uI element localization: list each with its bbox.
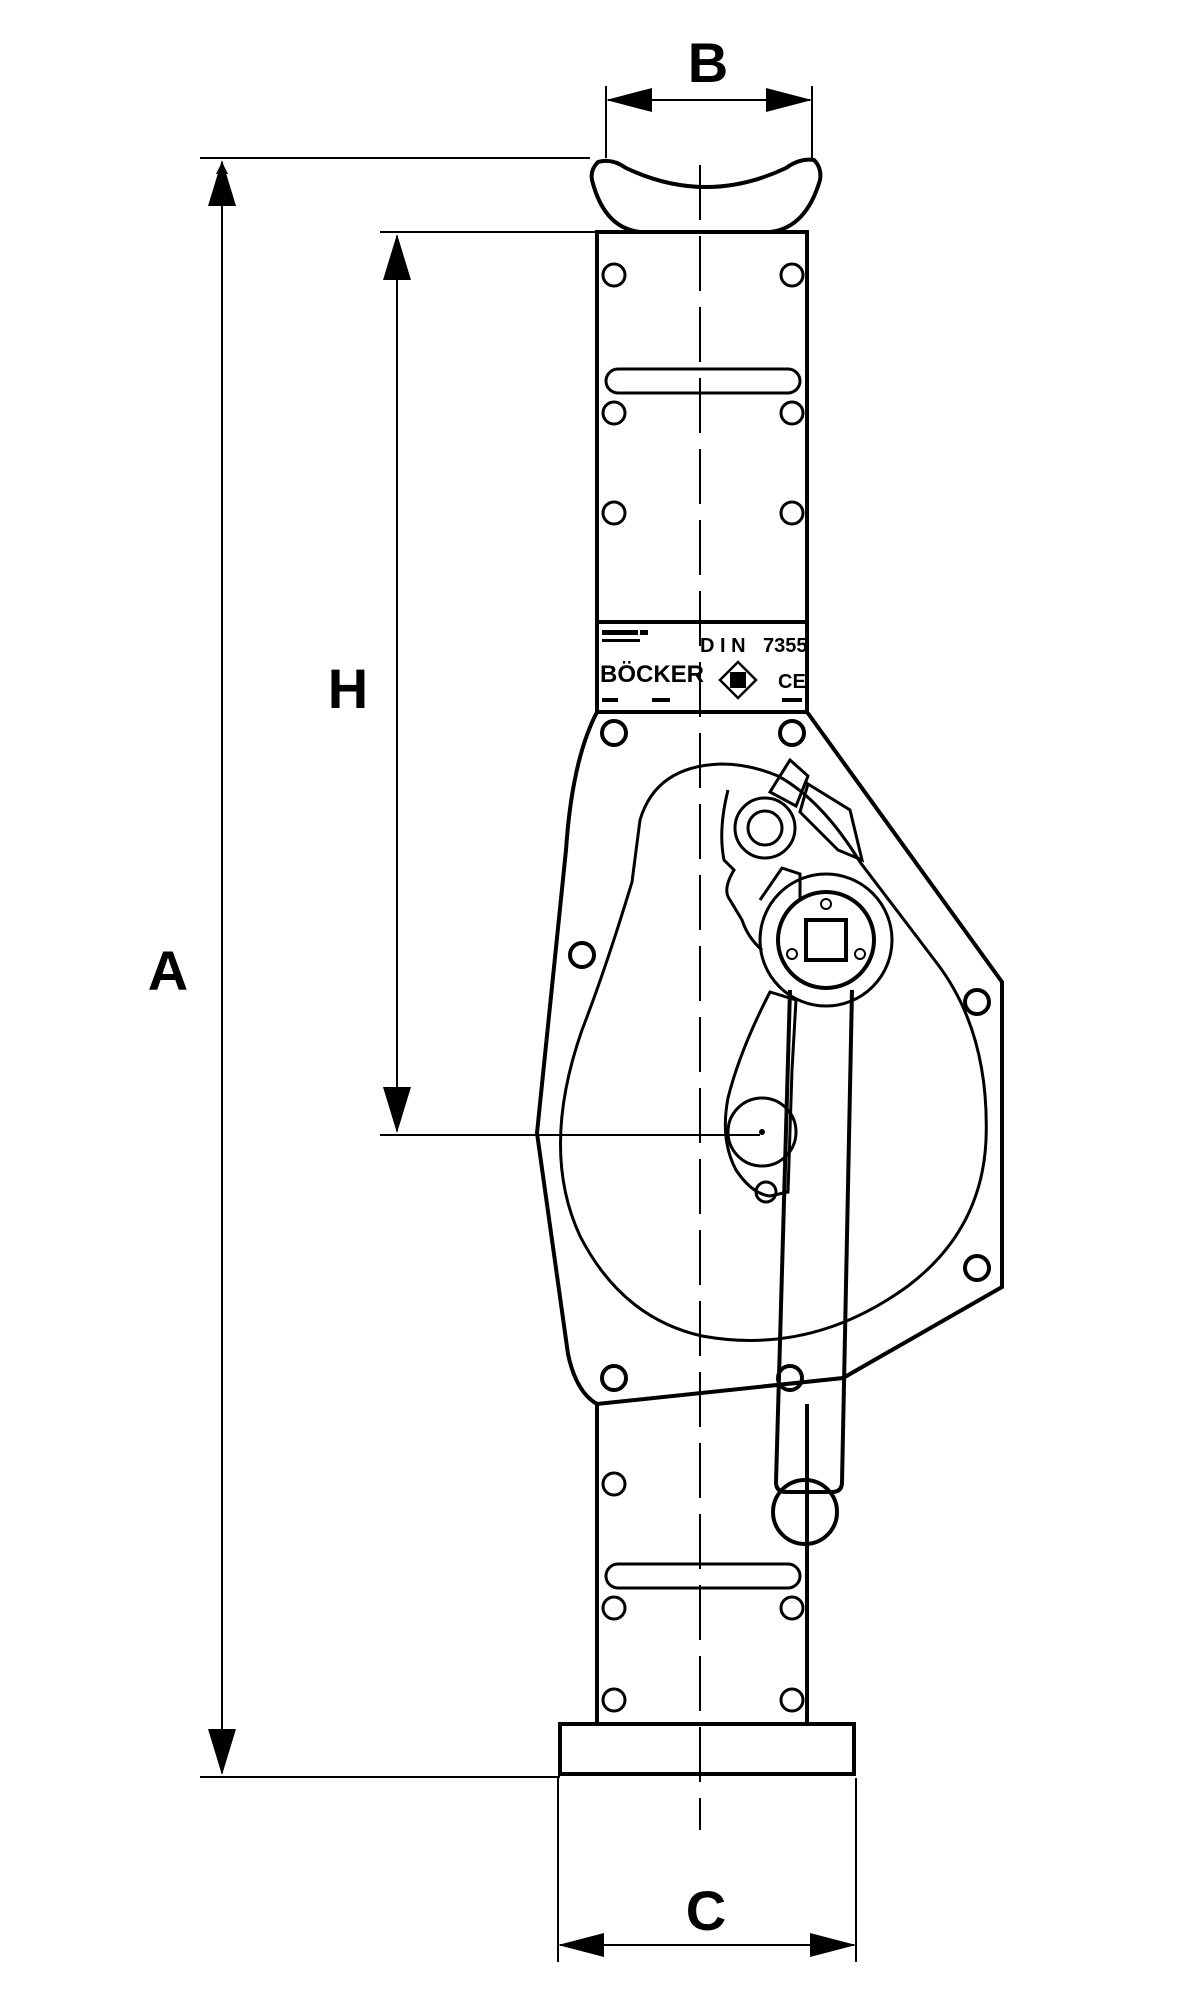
dimension-h-label: H (328, 657, 368, 720)
lower-link (723, 990, 798, 1204)
lower-rack-bar (595, 1404, 809, 1726)
nameplate: D I N 7355 BÖCKER CE (595, 620, 809, 714)
dimension-a: A (148, 157, 590, 1778)
crank-handle[interactable] (771, 989, 854, 1546)
nameplate-brand: BÖCKER (600, 661, 704, 688)
base-foot (558, 1722, 856, 1776)
certification-diamond-icon (718, 660, 758, 700)
upper-rack-bar (595, 230, 809, 624)
pawl-mechanism (720, 757, 865, 952)
dimension-c-label: C (686, 1879, 726, 1942)
nameplate-din-number: 7355 (763, 635, 808, 657)
ce-mark: CE (778, 671, 806, 693)
dimension-h: H (328, 231, 760, 1136)
dimension-b: B (605, 31, 813, 158)
crank-hub (758, 872, 894, 1008)
dimension-a-label: A (148, 939, 188, 1002)
nameplate-din: D I N (700, 635, 746, 657)
top-saddle (589, 157, 823, 234)
dimension-b-label: B (688, 31, 728, 94)
dimension-c: C (557, 1778, 857, 1962)
jack-housing (534, 710, 1004, 1407)
